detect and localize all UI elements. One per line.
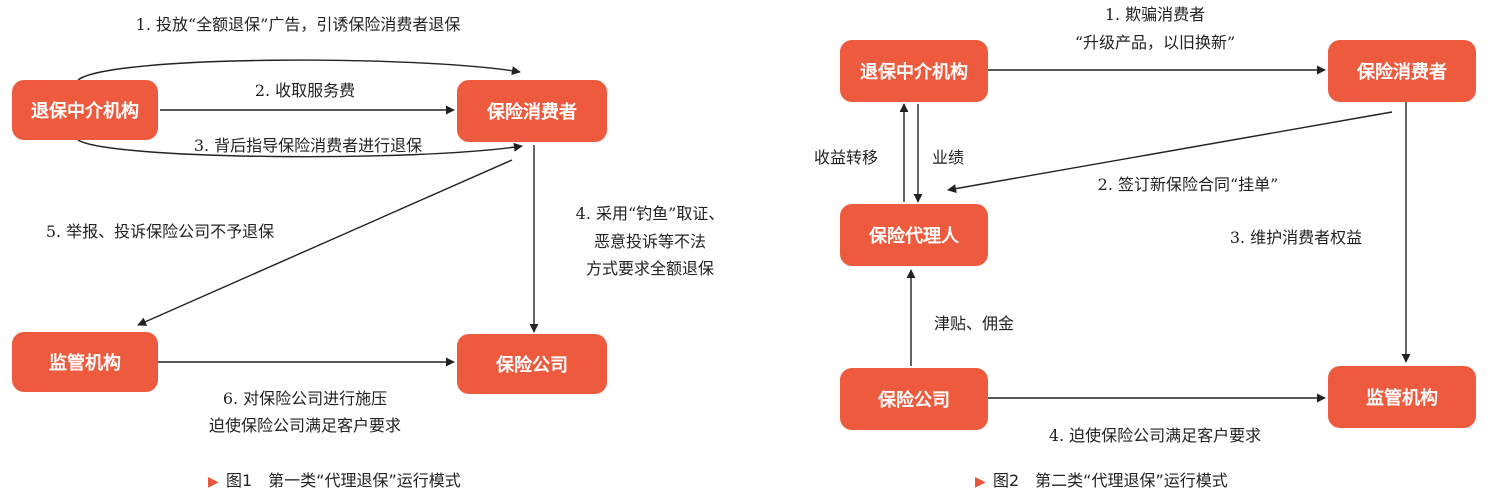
f2-node-regulator-label: 监管机构 <box>1366 387 1438 409</box>
f1-edge-4-label-line1: 4. 采用“钓鱼”取证、 <box>576 204 725 223</box>
f2-edge-2-line <box>947 111 1393 194</box>
f1-edge-2-label: 2. 收取服务费 <box>255 81 355 100</box>
f1-caption: 图1 第一类“代理退保”运行模式 <box>226 471 461 490</box>
f2-edge-4-label: 4. 迫使保险公司满足客户要求 <box>1049 426 1261 445</box>
f1-edge-3-label: 3. 背后指导保险消费者进行退保 <box>194 136 422 155</box>
f2-edge-1-label-line2: “升级产品，以旧换新” <box>1075 33 1235 52</box>
f1-node-regulator: 监管机构 <box>12 332 158 392</box>
f2-edge-3-label: 3. 维护消费者权益 <box>1230 228 1362 247</box>
figure-2: 退保中介机构 保险消费者 保险代理人 保险公司 监管机构 1. 欺骗消费者 “升… <box>814 5 1476 490</box>
f1-edge-6-label-line2: 迫使保险公司满足客户要求 <box>209 416 401 435</box>
f2-node-agent: 保险代理人 <box>840 204 988 266</box>
f1-node-insurer-label: 保险公司 <box>495 354 568 376</box>
f2-node-consumer-label: 保险消费者 <box>1356 61 1447 83</box>
f2-node-agency: 退保中介机构 <box>840 40 988 102</box>
f1-node-consumer: 保险消费者 <box>457 80 607 142</box>
f1-edge-1-curve <box>77 59 521 81</box>
f2-caption: 图2 第二类“代理退保”运行模式 <box>993 471 1228 490</box>
f1-node-agency-label: 退保中介机构 <box>31 100 139 122</box>
f1-edge-4-label-line2: 恶意投诉等不法 <box>594 232 706 251</box>
f2-node-agency-label: 退保中介机构 <box>860 61 968 83</box>
figure-1: 退保中介机构 保险消费者 监管机构 保险公司 1. 投放“全额退保”广告，引诱保… <box>12 15 724 490</box>
f2-node-agent-label: 保险代理人 <box>868 225 960 247</box>
f2-edge-income-label: 收益转移 <box>814 148 878 167</box>
f1-node-consumer-label: 保险消费者 <box>486 101 577 123</box>
f2-edge-2-label: 2. 签订新保险合同“挂单” <box>1098 175 1279 194</box>
f1-edge-6-label-line1: 6. 对保险公司进行施压 <box>223 389 387 408</box>
f1-node-insurer: 保险公司 <box>457 334 607 394</box>
f1-node-regulator-label: 监管机构 <box>49 352 121 374</box>
f2-node-regulator: 监管机构 <box>1328 366 1476 428</box>
f2-edge-allowance-label: 津贴、佣金 <box>934 314 1014 333</box>
f1-edge-3-curve <box>77 139 523 158</box>
f1-node-agency: 退保中介机构 <box>12 80 158 140</box>
f2-edge-1-label-line1: 1. 欺骗消费者 <box>1105 5 1205 24</box>
f1-edge-5-label: 5. 举报、投诉保险公司不予退保 <box>46 222 274 241</box>
f2-node-insurer: 保险公司 <box>840 368 988 430</box>
f1-edge-1-label: 1. 投放“全额退保”广告，引诱保险消费者退保 <box>136 15 461 34</box>
f2-caption-marker: ▶ <box>975 474 986 490</box>
f2-node-consumer: 保险消费者 <box>1328 40 1476 102</box>
f1-edge-4-label-line3: 方式要求全额退保 <box>586 259 714 278</box>
f1-edge-5-line <box>137 159 513 326</box>
f2-edge-performance-label: 业绩 <box>932 148 964 167</box>
f1-caption-marker: ▶ <box>208 474 219 490</box>
f2-node-insurer-label: 保险公司 <box>877 389 950 411</box>
